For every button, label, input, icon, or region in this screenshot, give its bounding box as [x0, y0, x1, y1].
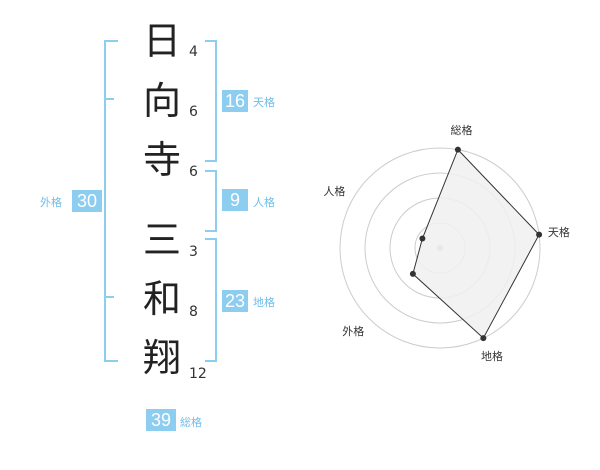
soukaku-label: 総格: [180, 416, 202, 429]
radar-point-4: [409, 270, 416, 277]
tenkaku-bracket: [205, 40, 217, 162]
name-char-2: 向: [142, 79, 181, 123]
name-char-5: 和: [142, 277, 181, 321]
radar-ring: [339, 147, 541, 349]
radar-point-5: [419, 235, 426, 242]
gaikaku-value: 30: [72, 190, 102, 212]
name-char-6: 翔: [142, 336, 181, 380]
radar-point-3: [480, 335, 487, 342]
radar-axis-label-4: 外格: [342, 324, 364, 338]
radar-axis-label-2: 天格: [548, 225, 570, 239]
jinkaku-value: 9: [222, 189, 248, 211]
tenkaku-value: 16: [222, 90, 248, 112]
stroke-count-3: 6: [189, 164, 198, 180]
stroke-count-1: 4: [189, 44, 198, 60]
radar-polygon: [412, 148, 540, 339]
gaikaku-tick-bottom: [104, 296, 114, 298]
name-char-3: 寺: [142, 138, 181, 182]
radar-axis-label-5: 人格: [323, 184, 345, 198]
name-char-4: 三: [142, 218, 181, 262]
radar-axis-label-3: 地格: [481, 349, 503, 363]
jinkaku-bracket: [205, 170, 217, 232]
radar-point-2: [536, 231, 543, 238]
gaikaku-label: 外格: [40, 196, 62, 209]
tenkaku-label: 天格: [253, 96, 275, 109]
stroke-count-2: 6: [189, 104, 198, 120]
gaikaku-bracket: [104, 40, 118, 362]
jinkaku-label: 人格: [253, 196, 275, 209]
radar-point-1: [454, 146, 461, 153]
stroke-count-4: 3: [189, 244, 198, 260]
soukaku-value: 39: [146, 409, 176, 431]
chikaku-value: 23: [222, 290, 248, 312]
chikaku-label: 地格: [253, 296, 275, 309]
name-char-1: 日: [142, 19, 181, 63]
gaikaku-tick-top: [104, 98, 114, 100]
stroke-count-5: 8: [189, 304, 198, 320]
chikaku-bracket: [205, 238, 217, 362]
radar-axis-label-1: 総格: [450, 123, 472, 137]
stroke-count-6: 12: [189, 366, 207, 382]
